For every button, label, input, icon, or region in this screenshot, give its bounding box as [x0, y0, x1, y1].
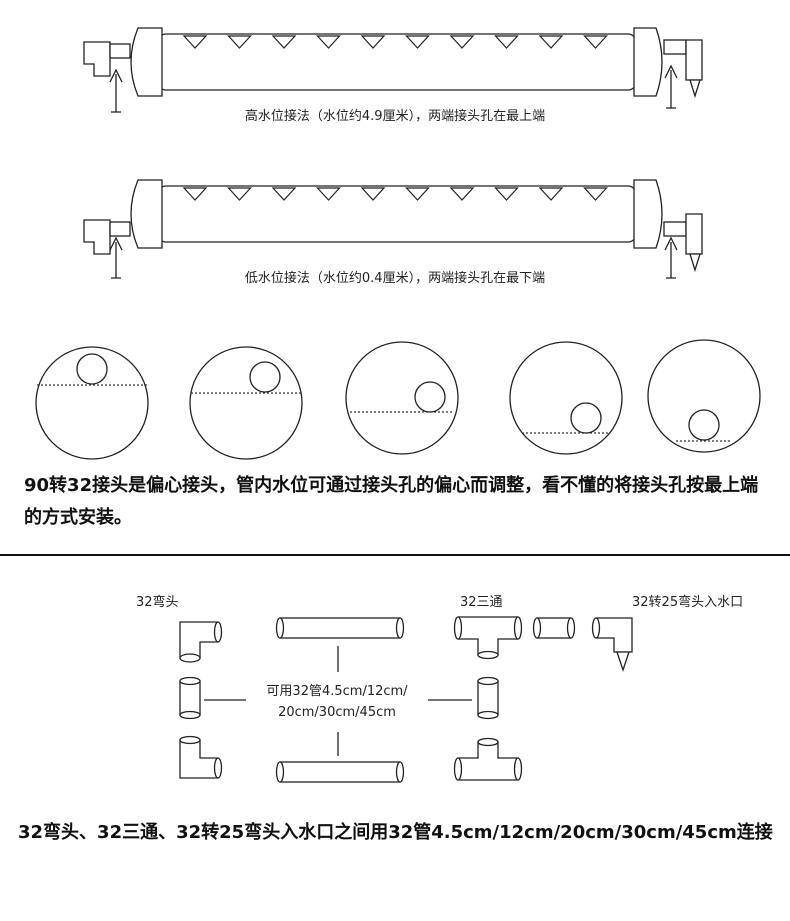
- pipe-short-1: [532, 617, 576, 639]
- right-inlet-fitting: [685, 213, 703, 255]
- left-connector-stub: [109, 221, 131, 237]
- inlet-elbow-part: [591, 617, 633, 673]
- hole-triangle: [271, 187, 297, 201]
- hole-triangle: [494, 35, 519, 49]
- hole-circle: [570, 402, 602, 434]
- hole-row: [182, 35, 608, 49]
- hole-triangle: [271, 35, 297, 49]
- right-connector-stub: [663, 39, 687, 55]
- left-elbow-fitting: [83, 41, 111, 77]
- hole-triangle: [227, 187, 252, 201]
- eccentric-fitting-note: 90转32接头是偏心接头，管内水位可通过接头孔的偏心而调整，看不懂的将接头孔按最…: [24, 475, 759, 528]
- right-end-cap: [633, 179, 663, 249]
- right-end-cap: [633, 27, 663, 97]
- pipe-lengths-line-1: 可用32管4.5cm/12cm/: [266, 684, 408, 699]
- hole-triangle: [182, 187, 208, 201]
- hole-triangle: [449, 187, 475, 201]
- hole-circle: [688, 409, 720, 441]
- arrow-up-left: [109, 68, 123, 113]
- hole-triangle: [360, 35, 386, 49]
- connection-note: 32弯头、32三通、32转25弯头入水口之间用32管4.5cm/12cm/20c…: [18, 822, 773, 843]
- eccentric-circles-row: [35, 339, 761, 460]
- hole-triangle: [583, 35, 608, 49]
- elbow-part-1: [179, 621, 223, 663]
- hole-row: [182, 187, 608, 201]
- right-inlet-nozzle: [689, 79, 701, 99]
- circle-3: [345, 341, 459, 455]
- hole-triangle: [538, 187, 564, 201]
- tube-low-water: 低水位接法（水位约0.4厘米），两端接头孔在最下端: [83, 179, 703, 286]
- hole-triangle: [227, 35, 252, 49]
- caption-low-water: 低水位接法（水位约0.4厘米），两端接头孔在最下端: [245, 270, 545, 286]
- hole-triangle: [494, 187, 519, 201]
- circle-1: [35, 346, 149, 460]
- pipe-long-2: [275, 761, 405, 783]
- hole-triangle: [316, 35, 341, 49]
- circle-4: [509, 341, 623, 455]
- arrow-up-right: [664, 64, 678, 109]
- hole-triangle: [360, 187, 386, 201]
- hole-triangle: [316, 187, 341, 201]
- hole-triangle: [182, 35, 208, 49]
- pipe-long-1: [275, 617, 405, 639]
- tee-part-1: [453, 616, 523, 660]
- hole-triangle: [538, 35, 564, 49]
- hole-circle: [414, 381, 446, 413]
- hole-circle: [76, 353, 108, 385]
- pipe-vertical-right: [477, 676, 499, 720]
- tube-high-water: 高水位接法（水位约4.9厘米），两端接头孔在最上端: [83, 27, 703, 124]
- right-connector-stub: [663, 221, 687, 237]
- left-connector-stub: [109, 43, 131, 59]
- tube-body: [157, 185, 637, 243]
- hole-circle: [249, 361, 281, 393]
- tee-part-2: [453, 737, 523, 781]
- hole-triangle: [405, 187, 430, 201]
- left-end-cap: [130, 27, 163, 97]
- label-tee-32: 32三通: [460, 595, 503, 610]
- pipe-vertical-left: [179, 676, 201, 720]
- pipe-lengths-line-2: 20cm/30cm/45cm: [278, 705, 396, 720]
- elbow-part-2: [179, 735, 223, 779]
- circle-2: [189, 346, 303, 460]
- label-inlet-32-25: 32转25弯头入水口: [632, 594, 743, 610]
- caption-high-water: 高水位接法（水位约4.9厘米），两端接头孔在最上端: [245, 108, 545, 124]
- right-inlet-nozzle: [689, 253, 701, 273]
- label-elbow-32: 32弯头: [136, 594, 179, 610]
- right-inlet-fitting: [685, 39, 703, 81]
- left-end-cap: [130, 179, 163, 249]
- left-elbow-fitting: [83, 219, 111, 255]
- hole-triangle: [449, 35, 475, 49]
- tube-body: [157, 33, 637, 91]
- circle-5: [647, 339, 761, 453]
- arrow-up-right: [664, 236, 678, 279]
- hole-triangle: [405, 35, 430, 49]
- arrow-up-left: [109, 236, 123, 279]
- hole-triangle: [583, 187, 608, 201]
